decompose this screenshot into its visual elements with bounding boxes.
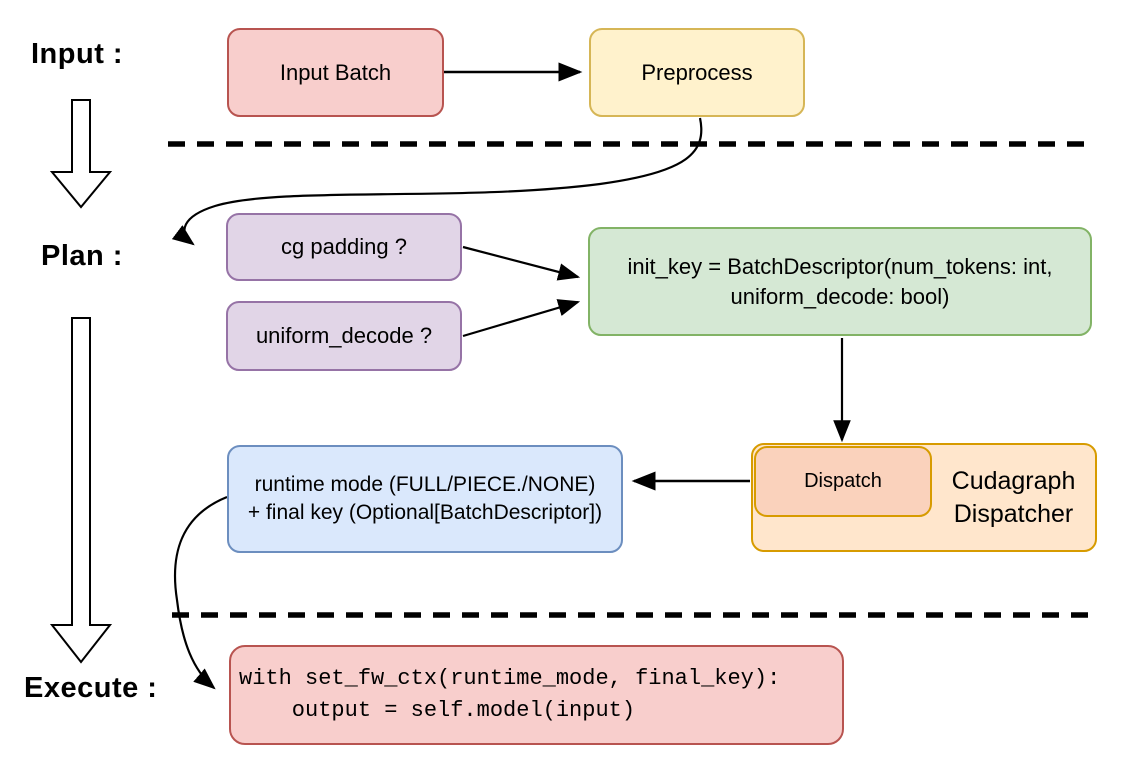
node-init-key-line1: init_key = BatchDescriptor(num_tokens: i… (627, 254, 1053, 280)
node-preprocess-label: Preprocess (641, 59, 753, 85)
node-input-batch: Input Batch (227, 28, 444, 117)
node-init-key-line2: uniform_decode: bool) (730, 283, 950, 309)
plan-stage-arrow-icon (49, 317, 113, 664)
stage-label-plan: Plan : (41, 240, 123, 272)
execute-code-line2: output = self.model(input) (239, 698, 636, 723)
arrow-cg-padding-to-init-key (462, 245, 581, 281)
arrow-runtime-mode-to-execute-code (173, 495, 228, 690)
cudagraph-dispatcher-line1: Cudagraph (951, 466, 1076, 495)
node-dispatch-label: Dispatch (804, 470, 882, 493)
node-runtime-mode-line1: runtime mode (FULL/PIECE./NONE) (254, 473, 596, 497)
node-cg-padding-label: cg padding ? (281, 234, 407, 260)
node-uniform-decode-label: uniform_decode ? (255, 323, 433, 349)
node-init-key: init_key = BatchDescriptor(num_tokens: i… (588, 227, 1092, 336)
node-dispatch: Dispatch (754, 446, 932, 517)
node-input-batch-label: Input Batch (279, 59, 392, 85)
arrow-uniform-decode-to-init-key (462, 299, 581, 338)
node-execute-code: with set_fw_ctx(runtime_mode, final_key)… (229, 645, 844, 745)
node-uniform-decode: uniform_decode ? (226, 301, 462, 371)
stage-label-input: Input : (31, 38, 124, 70)
execute-code-line1: with set_fw_ctx(runtime_mode, final_key)… (239, 666, 781, 692)
input-stage-arrow-icon (49, 99, 113, 209)
stage-label-execute: Execute : (24, 672, 158, 704)
node-cudagraph-dispatcher-label: Cudagraph Dispatcher (930, 443, 1097, 552)
node-preprocess: Preprocess (589, 28, 805, 117)
node-runtime-mode-line2: + final key (Optional[BatchDescriptor]) (247, 501, 603, 524)
node-runtime-mode: runtime mode (FULL/PIECE./NONE) + final … (227, 445, 623, 553)
node-cg-padding: cg padding ? (226, 213, 462, 281)
cudagraph-dispatcher-line2: Dispatcher (953, 499, 1074, 528)
